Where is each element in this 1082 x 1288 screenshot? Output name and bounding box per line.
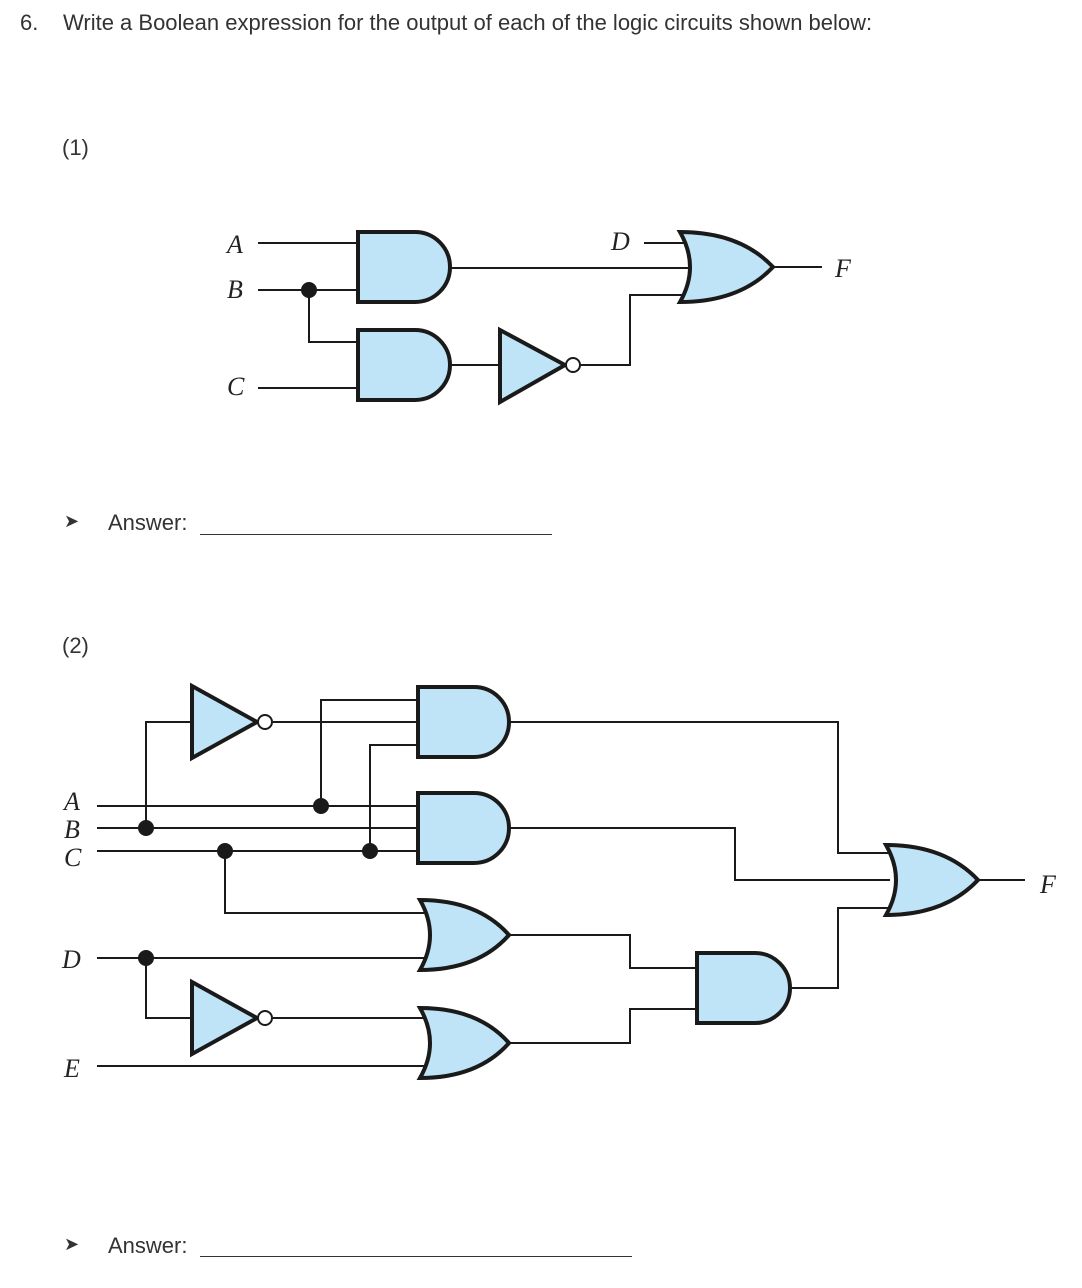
c1-or-gate	[676, 229, 776, 305]
circuit-2: A B C D E F	[61, 682, 1057, 1083]
arrowhead-bullet-icon: ➤	[64, 511, 80, 531]
c1-not-bubble	[565, 357, 581, 373]
c1-input-c-label: C	[227, 372, 245, 401]
c2-input-d-label: D	[61, 945, 81, 974]
part-2-label: (2)	[62, 633, 89, 658]
arrowhead-bullet-icon: ➤	[64, 1234, 80, 1254]
c1-input-b-label: B	[227, 275, 243, 304]
c2-input-e-label: E	[63, 1054, 80, 1083]
c1-junction-b	[301, 282, 317, 298]
c2-junction-c-left	[217, 843, 233, 859]
answer-2-label: Answer:	[108, 1233, 188, 1258]
c1-input-a-label: A	[225, 230, 243, 259]
c2-wire-a-to-and1	[320, 699, 418, 806]
c1-intermediate-d-label: D	[610, 227, 630, 256]
c2-wire-c-to-and1	[369, 744, 418, 851]
c2-junction-d	[138, 950, 154, 966]
c2-wire-c-to-or1	[224, 851, 425, 914]
part-1-label: (1)	[62, 135, 89, 160]
c1-output-f-label: F	[834, 254, 852, 283]
c2-and-gate-2	[416, 791, 511, 865]
c2-junction-a	[313, 798, 329, 814]
c1-and-gate-1	[356, 230, 452, 304]
c1-and-gate-2	[356, 328, 452, 402]
c2-or-gate-final	[882, 842, 981, 918]
c2-output-f-label: F	[1039, 870, 1057, 899]
c1-wire-not-out	[581, 294, 688, 366]
c2-input-a-label: A	[62, 787, 80, 816]
answer-1-label: Answer:	[108, 510, 188, 535]
c2-and-gate-3	[695, 951, 792, 1025]
c2-junction-c-right	[362, 843, 378, 859]
c2-or-gate-1	[416, 897, 512, 973]
c2-not-bubble-b	[257, 714, 273, 730]
c2-not-gate-b	[190, 682, 262, 762]
c2-wire-and1-out	[509, 721, 890, 854]
c2-junction-b	[138, 820, 154, 836]
c2-wire-d-to-not	[145, 958, 192, 1019]
c2-and-gate-1	[416, 685, 511, 759]
circuit-1: A B C D F	[225, 227, 852, 406]
answer-2-field[interactable]	[200, 1256, 632, 1257]
c2-input-c-label: C	[64, 843, 82, 872]
c2-wire-or1-out	[509, 934, 697, 969]
question-number: 6.	[20, 10, 39, 35]
c2-wire-b-to-not	[145, 721, 192, 828]
c2-not-gate-d	[190, 978, 262, 1058]
c2-wire-and2-out	[509, 827, 890, 881]
c2-not-bubble-d	[257, 1010, 273, 1026]
c2-wire-or2-out	[509, 1008, 697, 1044]
c1-not-gate	[498, 326, 570, 406]
question-text: Write a Boolean expression for the outpu…	[63, 10, 873, 35]
c2-wire-and3-out	[790, 907, 890, 989]
c1-wire-b-branch	[308, 290, 358, 343]
answer-1-field[interactable]	[200, 534, 552, 535]
c2-input-b-label: B	[64, 815, 80, 844]
c2-or-gate-2	[416, 1005, 512, 1081]
